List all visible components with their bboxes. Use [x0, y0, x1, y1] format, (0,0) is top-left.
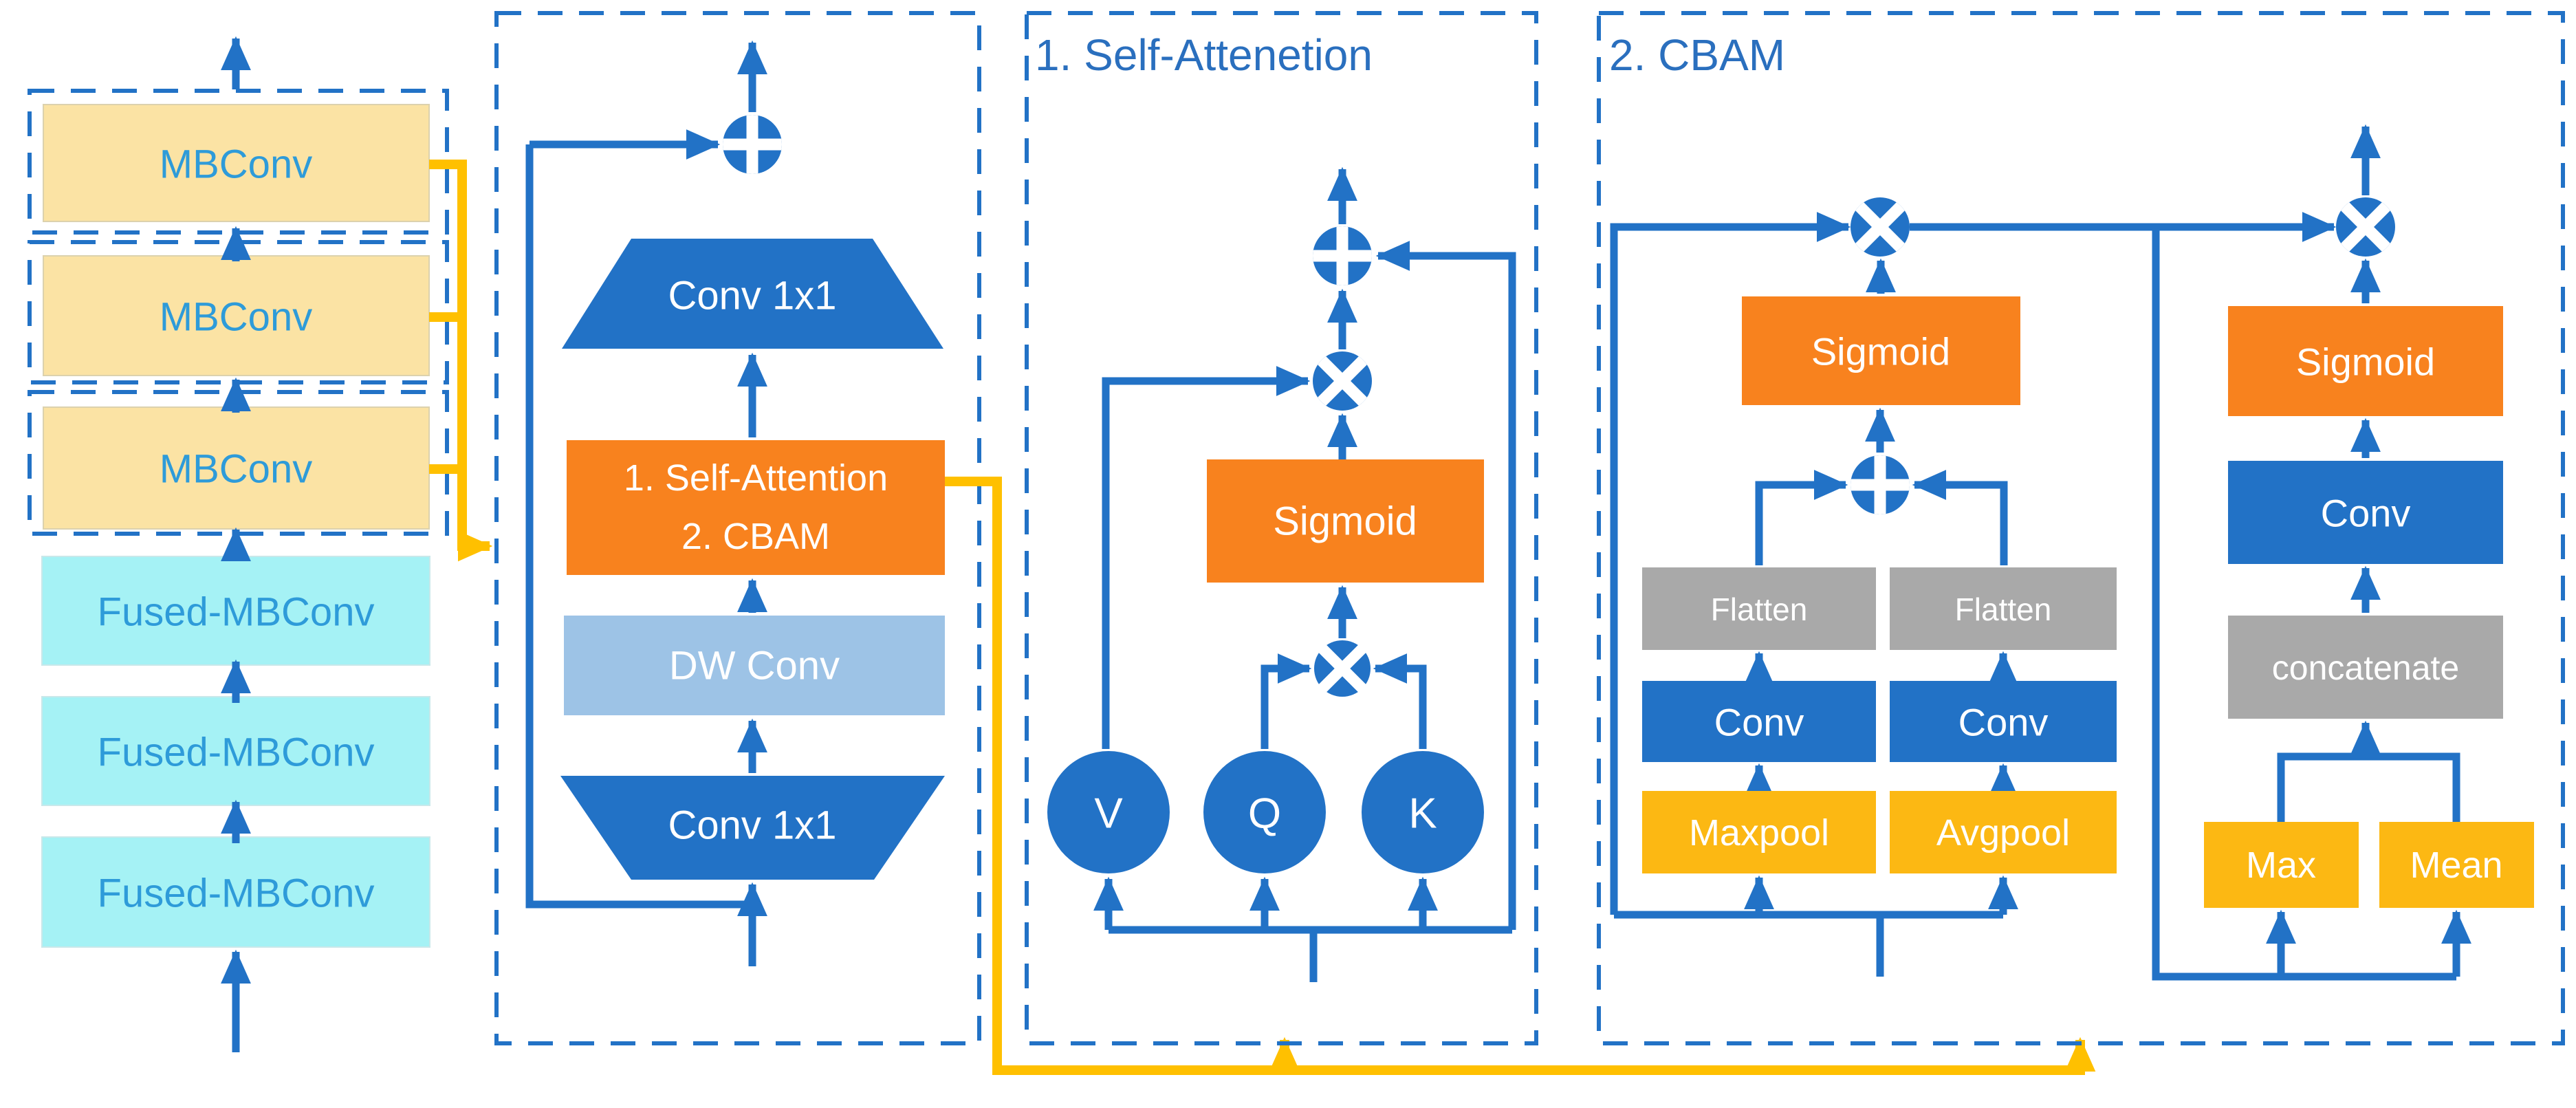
mbconv-to-detail-connector	[457, 160, 493, 562]
ch-sigmoid-label: Sigmoid	[1811, 330, 1950, 373]
fused-mbconv-block-1-label: Fused-MBConv	[98, 590, 375, 635]
attention-choice-line2: 2. CBAM	[681, 516, 830, 557]
sa-sigmoid-box	[1207, 459, 1484, 583]
self-attention-dashed-box	[1025, 11, 1538, 1045]
sp-sigmoid-box	[2228, 306, 2503, 416]
max-label: Max	[2246, 845, 2316, 886]
value-circle-label: V	[1094, 790, 1123, 838]
fused-mbconv-block-1	[41, 556, 430, 666]
sa-residual-into-add	[1375, 241, 1516, 930]
sp-conv-box	[2228, 461, 2503, 564]
attention-choice-line1: 1. Self-Attention	[624, 457, 888, 499]
conv1x1-top-trapezoid	[562, 239, 943, 349]
mbconv-stage-dashed-box-1	[28, 89, 449, 235]
avgpool-box	[1890, 791, 2117, 873]
multiply-operator-icon	[1314, 640, 1371, 697]
fused-mbconv-block-2	[41, 696, 430, 806]
query-circle-label: Q	[1248, 790, 1281, 838]
flatten-left-into-add	[1755, 470, 1848, 565]
dw-conv-label: DW Conv	[669, 644, 840, 688]
conv1x1-bottom-trapezoid	[560, 776, 945, 880]
mbconv-block-2-label: MBConv	[160, 295, 312, 340]
backbone-column: MBConv MBConv MBConv Fused-MBConv Fused-…	[28, 36, 493, 1052]
add-operator-icon	[1851, 455, 1910, 514]
max-box	[2204, 822, 2359, 908]
flatten-right-box	[1890, 567, 2117, 650]
conv-right-box	[1890, 681, 2117, 762]
spatial-feed-line	[2152, 227, 2456, 981]
cbam-channel-branch: Sigmoid Flatten Flatten Conv Conv Maxpoo…	[1610, 197, 2337, 977]
cbam-dashed-box	[1597, 11, 2565, 1045]
sa-key-into-multiply	[1373, 653, 1427, 749]
mbconv-block-3-label: MBConv	[160, 447, 312, 492]
cbam-spatial-branch: Sigmoid Conv concatenate Max Mean	[2152, 124, 2534, 981]
mean-box	[2379, 822, 2534, 908]
detail-panel-dashed-box	[494, 11, 981, 1045]
multiply-operator-icon	[1313, 351, 1372, 411]
cbam-input-into-channel-multiply	[1610, 212, 1851, 915]
cbam-panel: 2. CBAM Sigmo	[1597, 11, 2565, 1045]
maxpool-label: Maxpool	[1689, 812, 1829, 854]
sa-value-into-multiply	[1102, 366, 1311, 749]
sp-sigmoid-label: Sigmoid	[2296, 340, 2435, 384]
concatenate-box	[2228, 616, 2503, 719]
sa-query-into-multiply	[1260, 653, 1312, 749]
dw-conv-box	[564, 616, 945, 715]
add-operator-icon	[1313, 226, 1372, 285]
attention-choice-box	[567, 440, 945, 575]
mbconv-block-1	[43, 104, 430, 222]
concatenate-label: concatenate	[2272, 649, 2459, 687]
add-operator-icon	[723, 115, 782, 174]
conv-left-label: Conv	[1714, 701, 1804, 744]
mbconv-detail-panel: Conv 1x1 1. Self-Attention 2. CBAM DW Co…	[494, 11, 981, 1045]
conv1x1-bottom-label: Conv 1x1	[668, 803, 836, 848]
sp-conv-label: Conv	[2321, 492, 2411, 535]
self-attention-panel: 1. Self-Attenetion Sigmoi	[1025, 11, 1538, 1045]
query-circle	[1203, 751, 1326, 873]
maxpool-box	[1642, 791, 1876, 873]
sa-sigmoid-label: Sigmoid	[1273, 499, 1417, 544]
value-circle	[1047, 751, 1170, 873]
avgpool-label: Avgpool	[1936, 812, 2070, 854]
max-mean-merge-bracket	[2277, 752, 2460, 823]
detail-skip-connection	[525, 144, 752, 909]
flatten-left-label: Flatten	[1711, 591, 1808, 627]
flatten-left-box	[1642, 567, 1876, 650]
conv-left-box	[1642, 681, 1876, 762]
key-circle-label: K	[1408, 790, 1437, 838]
mbconv-block-3	[43, 406, 430, 530]
key-circle	[1362, 751, 1484, 873]
mbconv-block-1-label: MBConv	[160, 142, 312, 187]
cbam-panel-title: 2. CBAM	[1609, 30, 1785, 80]
conv1x1-top-label: Conv 1x1	[668, 274, 836, 318]
flatten-right-label: Flatten	[1955, 591, 2052, 627]
flatten-right-into-add	[1912, 470, 2008, 565]
mean-label: Mean	[2410, 845, 2502, 886]
self-attention-panel-title: 1. Self-Attenetion	[1035, 30, 1373, 80]
conv-right-label: Conv	[1958, 701, 2049, 744]
fused-mbconv-block-3-label: Fused-MBConv	[98, 871, 375, 916]
multiply-operator-icon	[2336, 197, 2395, 257]
ch-sigmoid-box	[1742, 296, 2020, 405]
connector-to-cbam-panel	[945, 477, 2096, 1075]
fused-mbconv-block-2-label: Fused-MBConv	[98, 730, 375, 775]
multiply-operator-icon	[1851, 197, 1910, 257]
fused-mbconv-block-3	[41, 836, 430, 948]
